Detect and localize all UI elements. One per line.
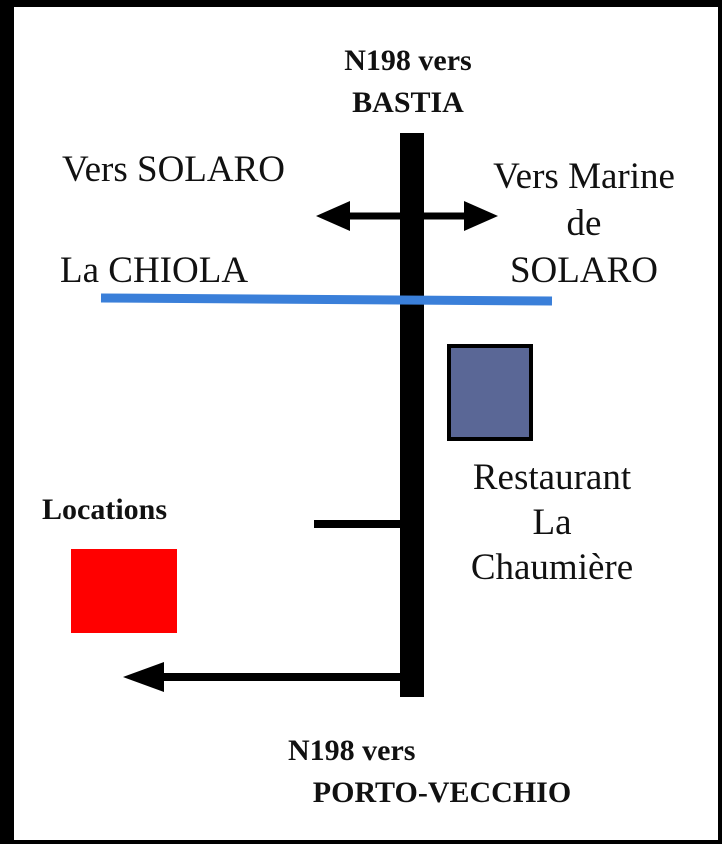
east-arrow-head bbox=[464, 201, 498, 231]
west-direction-label: Vers SOLARO bbox=[62, 149, 286, 190]
locations-label: Locations bbox=[42, 493, 168, 526]
restaurant-line3: Chaumière bbox=[470, 547, 634, 588]
chiola-river bbox=[100, 293, 553, 306]
east-direction-line1: Vers Marine bbox=[493, 156, 675, 197]
river-label: La CHIOLA bbox=[60, 250, 249, 291]
south-road-line2: PORTO-VECCHIO bbox=[312, 776, 572, 809]
east-direction-line2: de bbox=[566, 203, 602, 244]
restaurant-label: Restaurant La Chaumière bbox=[450, 455, 654, 590]
locations-marker bbox=[71, 549, 177, 633]
north-road-line2: BASTIA bbox=[352, 86, 464, 119]
n198-road bbox=[400, 133, 424, 697]
locations-access-road bbox=[152, 673, 414, 681]
east-direction-label: Vers Marine de SOLARO bbox=[472, 153, 696, 294]
locations-arrow-head bbox=[123, 662, 164, 692]
west-arrow-head bbox=[316, 201, 350, 231]
restaurant-line1: Restaurant bbox=[472, 457, 632, 498]
north-road-line1: N198 vers bbox=[344, 44, 472, 77]
map-frame bbox=[14, 7, 718, 840]
restaurant-marker bbox=[447, 344, 533, 441]
south-road-label: N198 vers PORTO-VECCHIO bbox=[272, 730, 612, 814]
restaurant-line2: La bbox=[532, 502, 572, 543]
east-direction-line3: SOLARO bbox=[509, 250, 659, 291]
north-road-label: N198 vers BASTIA bbox=[318, 40, 498, 124]
south-road-line1: N198 vers bbox=[288, 734, 416, 767]
side-road-stub bbox=[314, 520, 404, 528]
